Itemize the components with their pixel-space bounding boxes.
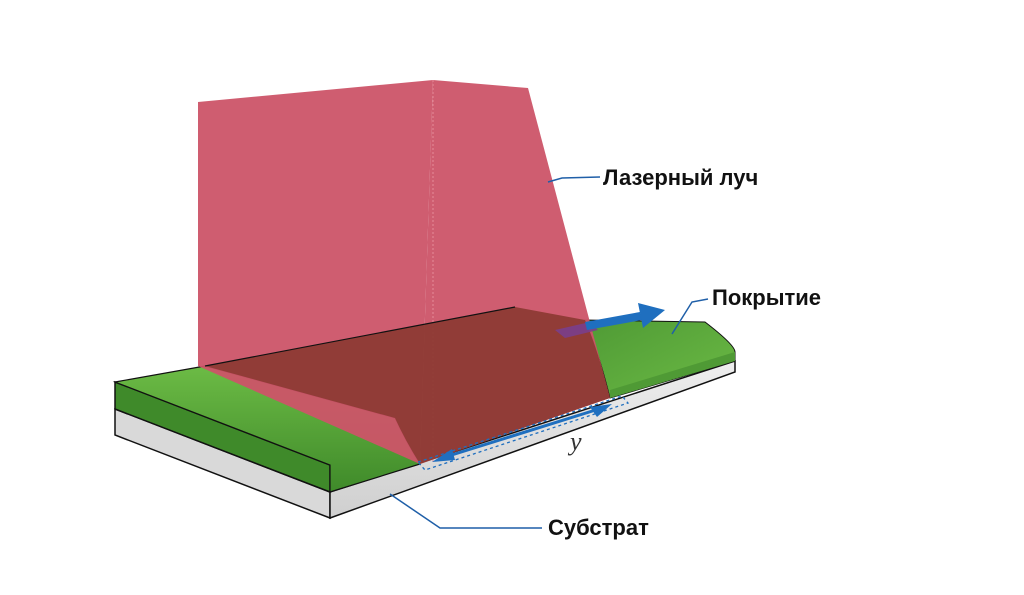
coating-front-edge [610, 352, 735, 398]
y-arrow-left-head [432, 449, 455, 462]
coating-layer [112, 319, 736, 494]
irradiated-zone [205, 307, 610, 464]
y-arrow-right-head [590, 404, 612, 417]
y-dimension-line [441, 406, 603, 460]
substrate-leader [389, 493, 542, 529]
irradiated-zone-edge [204, 306, 516, 367]
scan-arrow-shaft [585, 312, 642, 330]
callout-laser-beam: Лазерный луч [547, 165, 758, 190]
laser-beam-leader [547, 176, 601, 183]
y-dimension: y [416, 395, 630, 471]
laser-beam-label: Лазерный луч [603, 165, 758, 190]
substrate-side-face [329, 359, 736, 520]
coating-leader [671, 298, 709, 335]
y-dimension-box [416, 395, 630, 471]
callout-coating: Покрытие [671, 285, 821, 335]
scan-arrow-head [638, 303, 665, 328]
coating-label: Покрытие [712, 285, 821, 310]
y-axis-label: y [567, 427, 582, 456]
scan-direction-arrow [585, 303, 665, 330]
callout-substrate: Субстрат [389, 493, 649, 540]
substrate-label: Субстрат [548, 515, 649, 540]
